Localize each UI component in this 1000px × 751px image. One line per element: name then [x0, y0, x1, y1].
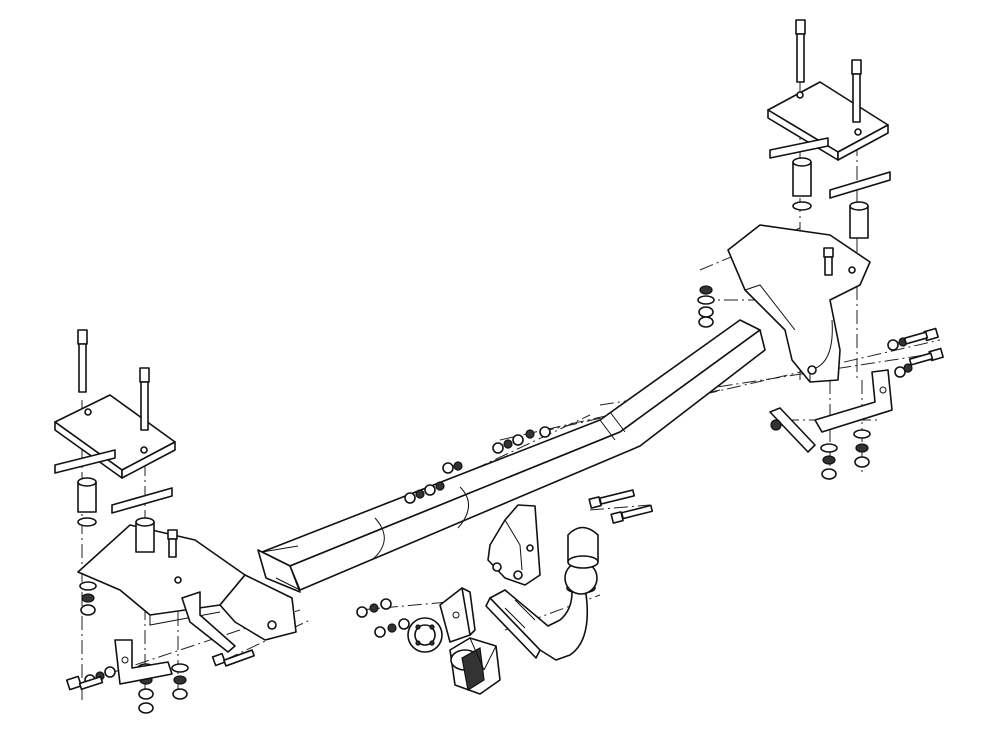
long-bolt — [851, 59, 862, 123]
short-bolt — [588, 489, 636, 509]
socket-gasket — [407, 617, 443, 653]
left-mounting-bracket — [77, 524, 297, 641]
support-strap — [769, 407, 816, 453]
nut-washer-row — [404, 426, 551, 504]
spacer-tube — [792, 157, 812, 197]
left-clamp-plate — [54, 394, 176, 479]
short-bolt — [908, 347, 944, 366]
left-clamp-strap — [54, 449, 173, 514]
short-bolt — [65, 675, 104, 691]
right-mounting-bracket — [727, 224, 871, 383]
support-strap — [114, 639, 173, 685]
long-bolt — [795, 19, 806, 83]
short-bolt — [211, 649, 255, 667]
nut-washer-row — [356, 598, 410, 638]
nuts — [80, 285, 870, 714]
neck-mounting-plate — [487, 504, 541, 586]
short-bolt — [610, 504, 654, 524]
spacer-tube — [135, 517, 155, 553]
ball-cover-cap — [567, 526, 599, 569]
short-bolt — [903, 327, 939, 345]
spacer-tube — [77, 477, 97, 513]
right-clamp-strap — [769, 137, 891, 199]
short-bolt — [823, 247, 834, 276]
main-crossbar-tube — [257, 319, 766, 593]
spacer-tube — [849, 201, 869, 239]
support-strap — [181, 591, 236, 653]
tow-ball-neck — [485, 589, 589, 661]
tow-ball — [564, 561, 598, 595]
support-strap — [814, 369, 893, 433]
socket-mounting-plate — [439, 587, 476, 643]
long-bolt — [139, 367, 150, 431]
long-bolt — [77, 329, 88, 393]
electrical-socket — [449, 637, 501, 695]
short-bolt — [167, 529, 178, 558]
